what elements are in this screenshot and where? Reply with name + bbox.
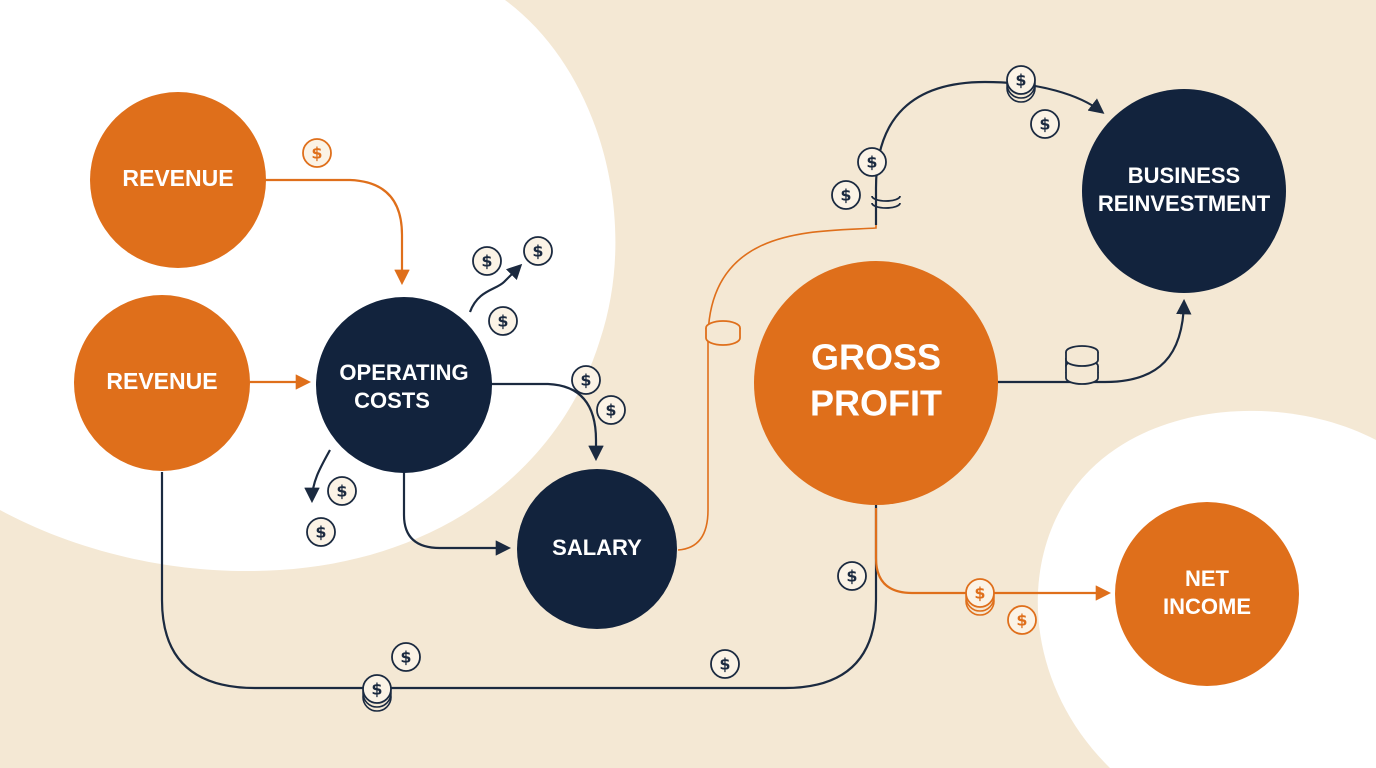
node-operating-costs-label-line1: OPERATING: [339, 360, 468, 385]
flow-profit-to-reinvest-top: [874, 80, 1105, 225]
svg-text:$: $: [532, 242, 543, 261]
svg-text:$: $: [1015, 71, 1026, 90]
svg-text:$: $: [866, 153, 877, 172]
dollar-coin-icon: $: [1030, 109, 1060, 139]
node-business-reinvestment-label-line2: REINVESTMENT: [1098, 191, 1271, 216]
node-salary: SALARY: [517, 469, 677, 629]
node-revenue-top: REVENUE: [90, 92, 266, 268]
dollar-coin-icon: $: [327, 476, 357, 506]
flow-revenue-bottom-loop: [160, 472, 878, 690]
dollar-coin-icon: $: [1006, 65, 1036, 103]
node-business-reinvestment: BUSINESS REINVESTMENT: [1082, 89, 1286, 293]
flow-profit-to-reinvest-right: [996, 298, 1192, 384]
dollar-coins: $ $ $ $ $ $ $ $ $ $ $ $ $ $ $ $ $ $: [302, 65, 1060, 712]
dollar-coin-icon: $: [306, 517, 336, 547]
coin-stack-icon: [705, 320, 741, 346]
node-gross-profit: GROSS PROFIT: [754, 261, 998, 505]
dollar-coin-icon: $: [391, 642, 421, 672]
dollar-coin-icon: $: [1007, 605, 1037, 635]
node-net-income-label-line1: NET: [1185, 566, 1230, 591]
dollar-coin-icon: $: [472, 246, 502, 276]
nodes: REVENUE REVENUE OPERATING COSTS SALARY G…: [74, 89, 1299, 686]
dollar-coin-icon: $: [523, 236, 553, 266]
node-revenue-mid-label: REVENUE: [106, 368, 217, 394]
node-net-income: NET INCOME: [1115, 502, 1299, 686]
svg-text:$: $: [315, 523, 326, 542]
node-business-reinvestment-label-line1: BUSINESS: [1128, 163, 1240, 188]
dollar-coin-icon: $: [571, 365, 601, 395]
svg-text:$: $: [400, 648, 411, 667]
flow-operating-to-salary-bottom: [402, 470, 512, 556]
dollar-coin-icon: $: [837, 561, 867, 591]
flow-operating-spill-top: [468, 263, 523, 313]
svg-text:$: $: [846, 567, 857, 586]
dollar-coin-icon: $: [362, 674, 392, 712]
flow-operating-spill-bottom: [304, 449, 331, 504]
node-operating-costs: OPERATING COSTS: [316, 297, 492, 473]
svg-text:$: $: [497, 312, 508, 331]
dollar-coin-icon: $: [596, 395, 626, 425]
flow-operating-to-salary-right: [490, 382, 604, 462]
flow-salary-to-profit: [677, 180, 877, 551]
dollar-coin-icon: $: [488, 306, 518, 336]
svg-text:$: $: [481, 252, 492, 271]
svg-text:$: $: [311, 144, 322, 163]
dollar-coin-icon: $: [965, 578, 995, 616]
dollar-coin-icon: $: [710, 649, 740, 679]
node-gross-profit-label-line2: PROFIT: [810, 383, 942, 424]
node-salary-label: SALARY: [552, 535, 642, 560]
coin-stacks: [705, 195, 1099, 385]
svg-text:$: $: [1039, 115, 1050, 134]
node-revenue-mid: REVENUE: [74, 295, 250, 471]
node-net-income-label-line2: INCOME: [1163, 594, 1251, 619]
node-gross-profit-label-line1: GROSS: [811, 337, 941, 378]
svg-text:$: $: [840, 186, 851, 205]
flow-revenue-top-to-operating: [265, 178, 410, 286]
coin-stack-icon: [871, 195, 901, 209]
dollar-coin-icon: $: [831, 180, 861, 210]
flow-profit-to-net-income: [874, 508, 1112, 601]
svg-text:$: $: [974, 584, 985, 603]
svg-text:$: $: [371, 680, 382, 699]
svg-text:$: $: [1016, 611, 1027, 630]
dollar-coin-icon: $: [857, 147, 887, 177]
dollar-coin-icon: $: [302, 138, 332, 168]
svg-text:$: $: [719, 655, 730, 674]
svg-text:$: $: [605, 401, 616, 420]
node-operating-costs-label-line2: COSTS: [354, 388, 430, 413]
node-revenue-top-label: REVENUE: [122, 165, 233, 191]
svg-text:$: $: [336, 482, 347, 501]
connectors: [160, 80, 1192, 690]
svg-text:$: $: [580, 371, 591, 390]
coin-stack-icon: [1065, 345, 1099, 385]
white-blob-left: [0, 0, 616, 572]
